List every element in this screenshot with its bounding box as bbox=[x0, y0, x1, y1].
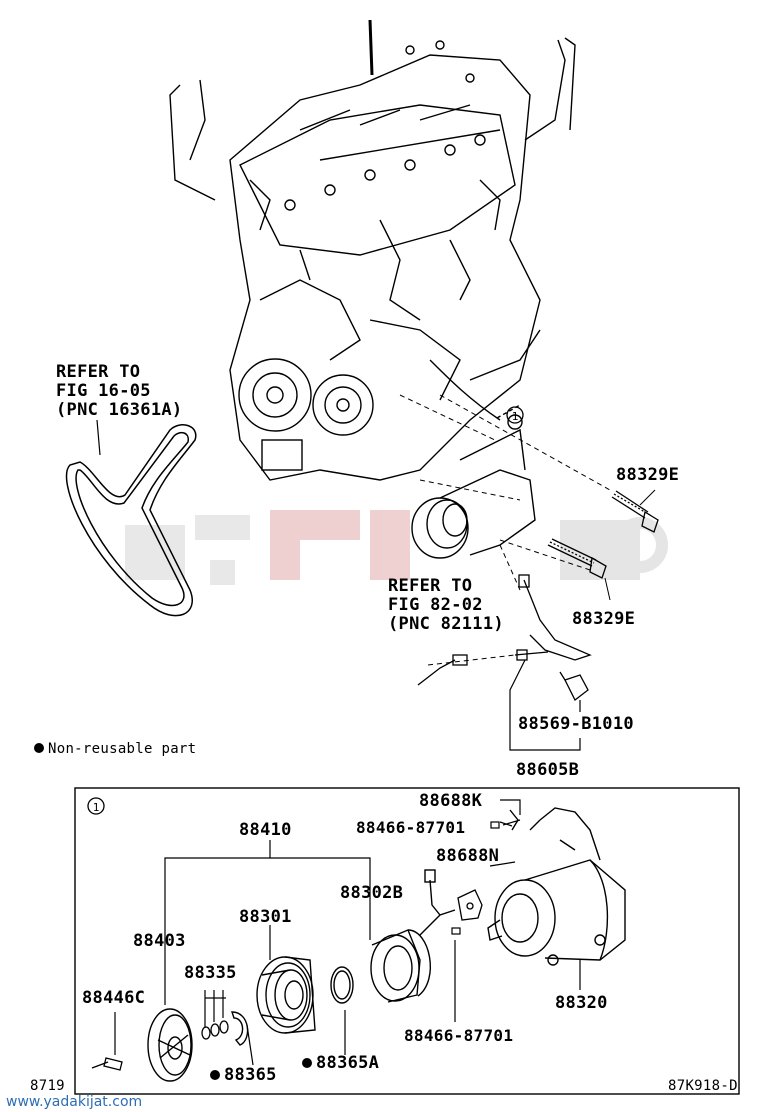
label-coil[interactable]: 88302B bbox=[340, 883, 404, 903]
svg-text:1: 1 bbox=[93, 801, 100, 814]
legend-dot-icon bbox=[34, 743, 44, 753]
compressor-body bbox=[487, 807, 626, 966]
svg-text:1: 1 bbox=[512, 410, 519, 423]
hub-bolt bbox=[91, 1057, 123, 1071]
label-snap-ring-a-text: 88365A bbox=[316, 1053, 380, 1073]
pressure-hose bbox=[417, 574, 592, 686]
non-reusable-dot-icon bbox=[210, 1070, 220, 1080]
clutch-hub bbox=[147, 1008, 193, 1082]
shim-set bbox=[201, 1020, 229, 1040]
exploded-view-frame bbox=[74, 787, 740, 1095]
label-bolt-lower[interactable]: 88329E bbox=[572, 609, 636, 629]
hose-ref-line1: REFER TO bbox=[388, 576, 473, 596]
label-snap-ring-text: 88365 bbox=[224, 1065, 277, 1085]
snap-ring bbox=[231, 1011, 249, 1046]
snap-ring-a bbox=[330, 966, 354, 1004]
harness-bracket bbox=[509, 659, 581, 751]
belt-ref-line1: REFER TO bbox=[56, 362, 141, 382]
label-bolt-upper[interactable]: 88329E bbox=[616, 465, 680, 485]
field-coil bbox=[370, 869, 456, 1003]
hose-ref-line3: (PNC 82111) bbox=[388, 614, 504, 634]
engine-block bbox=[169, 19, 576, 481]
leader-bolt-lines bbox=[604, 489, 656, 601]
marker-installed: 1 bbox=[506, 406, 524, 424]
non-reusable-dot-icon bbox=[302, 1058, 312, 1068]
hose-ref-line2: FIG 82-02 bbox=[388, 595, 483, 615]
label-assy[interactable]: 88410 bbox=[239, 820, 292, 840]
watermark-logo bbox=[125, 510, 668, 585]
sensor-part bbox=[559, 671, 589, 701]
compressor-installed bbox=[411, 404, 536, 559]
marker-exploded: 1 bbox=[87, 797, 105, 815]
legend: Non-reusable part bbox=[34, 742, 196, 756]
pulley bbox=[256, 956, 316, 1034]
label-hub-bolt[interactable]: 88446C bbox=[82, 988, 146, 1008]
drive-belt bbox=[65, 419, 197, 617]
label-harness[interactable]: 88605B bbox=[516, 760, 580, 780]
belt-ref-line3: (PNC 16361A) bbox=[56, 400, 183, 420]
label-compressor[interactable]: 88320 bbox=[555, 993, 608, 1013]
label-shims[interactable]: 88335 bbox=[184, 963, 237, 983]
bracket-n bbox=[457, 889, 483, 921]
label-bracket-k[interactable]: 88688K bbox=[419, 791, 483, 811]
label-sensor[interactable]: 88569-B1010 bbox=[518, 714, 634, 734]
label-snap-ring[interactable]: 88365 bbox=[210, 1067, 277, 1084]
footer-right-code: 87K918-D bbox=[668, 1078, 738, 1094]
label-bolt-a[interactable]: 88466-87701 bbox=[356, 818, 466, 837]
label-bracket-n[interactable]: 88688N bbox=[436, 846, 500, 866]
label-bolt-b[interactable]: 88466-87701 bbox=[404, 1026, 514, 1045]
watermark-link[interactable]: www.yadakijat.com bbox=[6, 1094, 143, 1110]
bolt-upper bbox=[611, 490, 659, 533]
label-hub-assy[interactable]: 88403 bbox=[133, 931, 186, 951]
belt-ref-line2: FIG 16-05 bbox=[56, 381, 151, 401]
footer-left-code: 8719 bbox=[30, 1078, 65, 1094]
label-snap-ring-a[interactable]: 88365A bbox=[302, 1055, 379, 1072]
legend-text: Non-reusable part bbox=[48, 741, 197, 757]
leader-dashes bbox=[399, 394, 611, 666]
bolt-lower bbox=[547, 538, 607, 579]
label-pulley[interactable]: 88301 bbox=[239, 907, 292, 927]
small-bolts bbox=[451, 821, 513, 935]
